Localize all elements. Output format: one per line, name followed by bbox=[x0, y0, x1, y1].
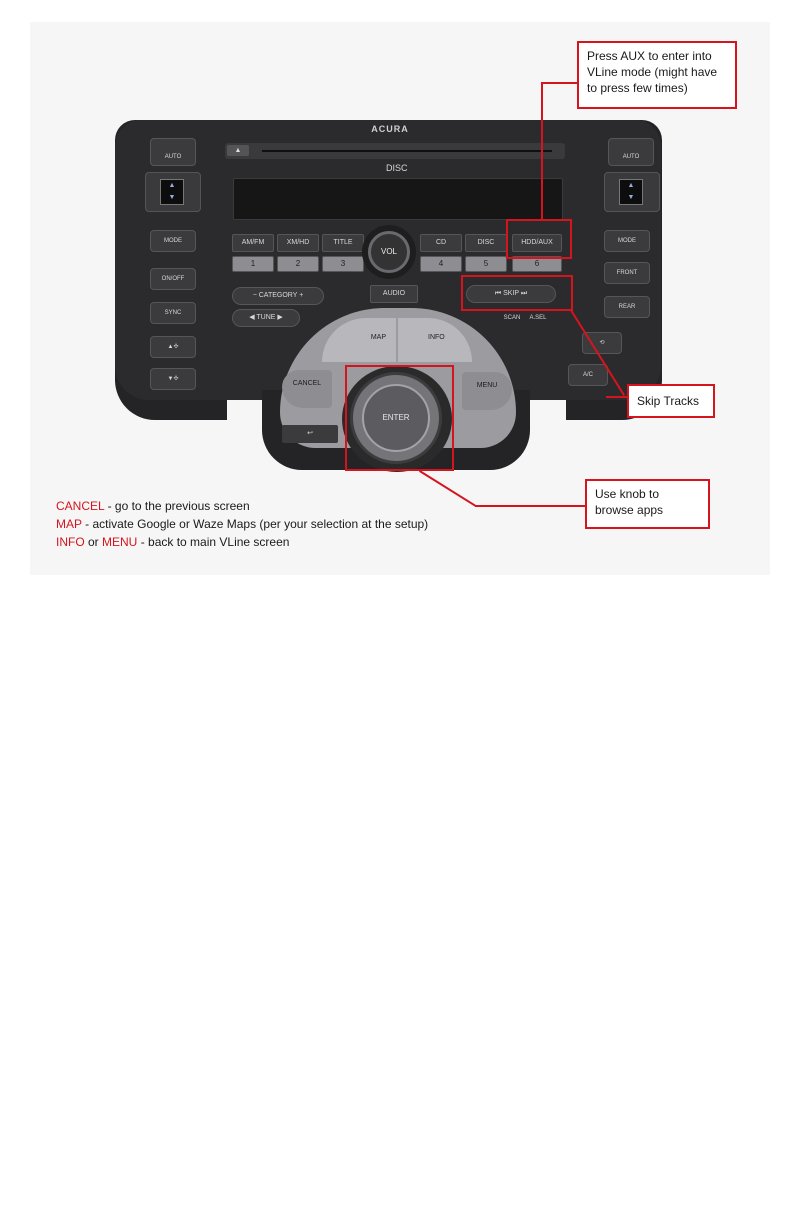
on-off-button[interactable]: ON/OFF bbox=[150, 268, 196, 290]
legend: CANCEL - go to the previous screen MAP -… bbox=[56, 497, 428, 551]
fan-up-button[interactable]: ▲✣ bbox=[150, 336, 196, 358]
menu-button[interactable]: MENU bbox=[462, 372, 512, 410]
map-keyword: MAP bbox=[56, 517, 82, 531]
tune-button[interactable]: ◀ TUNE ▶ bbox=[232, 309, 300, 327]
aux-highlight-box bbox=[506, 219, 572, 259]
knob-leader-line-h bbox=[475, 505, 585, 507]
knob-highlight-box bbox=[345, 365, 454, 471]
driver-auto-button[interactable]: AUTO bbox=[150, 138, 196, 166]
passenger-temp-rocker[interactable]: ▲▼ bbox=[619, 179, 643, 205]
legend-line-cancel: CANCEL - go to the previous screen bbox=[56, 497, 428, 515]
skip-leader-line-h bbox=[606, 396, 628, 398]
minus-icon: − bbox=[252, 292, 259, 299]
eject-button[interactable]: ▲ bbox=[227, 145, 249, 156]
enter-knob[interactable]: ENTER bbox=[362, 384, 430, 452]
preset-2-button[interactable]: 2 bbox=[277, 256, 319, 272]
asel-button[interactable]: A.SEL bbox=[529, 315, 547, 321]
front-defrost-button[interactable]: FRONT bbox=[604, 262, 650, 284]
disc-icon: DISC bbox=[386, 163, 408, 173]
preset-5-button[interactable]: 5 bbox=[465, 256, 507, 272]
info-description: - back to main VLine screen bbox=[137, 535, 290, 549]
am-fm-button[interactable]: AM/FM bbox=[232, 234, 274, 252]
skip-button[interactable]: ⏮ SKIP ⏭ bbox=[466, 285, 556, 303]
info-keyword: INFO bbox=[56, 535, 85, 549]
aux-leader-line-h bbox=[541, 82, 577, 84]
cancel-keyword: CANCEL bbox=[56, 499, 105, 513]
category-button[interactable]: − CATEGORY + bbox=[232, 287, 324, 305]
ac-button[interactable]: A/C bbox=[568, 364, 608, 386]
xm-hd-button[interactable]: XM/HD bbox=[277, 234, 319, 252]
category-label: CATEGORY bbox=[258, 292, 298, 299]
brand-logo: ACURA bbox=[371, 124, 409, 134]
previous-track-icon: ⏮ bbox=[494, 290, 504, 297]
scan-button[interactable]: SCAN bbox=[503, 315, 521, 321]
hdd-aux-button[interactable]: HDD/AUX bbox=[512, 234, 562, 252]
cd-button[interactable]: CD bbox=[420, 234, 462, 252]
preset-3-button[interactable]: 3 bbox=[322, 256, 364, 272]
mode-right-button[interactable]: MODE bbox=[604, 230, 650, 252]
volume-knob[interactable]: VOL bbox=[368, 231, 410, 273]
map-description: - activate Google or Waze Maps (per your… bbox=[81, 517, 429, 531]
audio-button[interactable]: AUDIO bbox=[370, 285, 418, 303]
sync-button[interactable]: SYNC bbox=[150, 302, 196, 324]
cancel-button[interactable]: CANCEL bbox=[282, 370, 332, 408]
tune-label: TUNE bbox=[256, 314, 276, 321]
skip-label: SKIP bbox=[503, 290, 519, 297]
right-triangle-icon: ▶ bbox=[275, 314, 283, 321]
left-triangle-icon: ◀ bbox=[249, 314, 257, 321]
preset-6-button[interactable]: 6 bbox=[512, 256, 562, 272]
preset-1-button[interactable]: 1 bbox=[232, 256, 274, 272]
disc-slot-opening bbox=[262, 150, 552, 152]
recirculation-button[interactable]: ⟲ bbox=[582, 332, 622, 354]
legend-joiner: or bbox=[84, 535, 103, 549]
menu-keyword: MENU bbox=[102, 535, 138, 549]
recirculation-icon: ⟲ bbox=[599, 340, 605, 346]
title-button[interactable]: TITLE bbox=[322, 234, 364, 252]
aux-leader-line bbox=[541, 82, 543, 220]
skip-highlight-box bbox=[461, 275, 573, 311]
rear-defrost-button[interactable]: REAR bbox=[604, 296, 650, 318]
preset-4-button[interactable]: 4 bbox=[420, 256, 462, 272]
skip-callout: Skip Tracks bbox=[627, 384, 715, 418]
cancel-description: - go to the previous screen bbox=[104, 499, 250, 513]
display-screen bbox=[233, 178, 563, 220]
legend-line-info: INFO or MENU - back to main VLine screen bbox=[56, 533, 428, 551]
legend-line-map: MAP - activate Google or Waze Maps (per … bbox=[56, 515, 428, 533]
mode-left-button[interactable]: MODE bbox=[150, 230, 196, 252]
fan-down-icon: ▼✣ bbox=[167, 376, 179, 382]
fan-up-icon: ▲✣ bbox=[167, 344, 179, 350]
disc-button[interactable]: DISC bbox=[465, 234, 507, 252]
knob-callout: Use knob to browse apps bbox=[585, 479, 710, 529]
fan-down-button[interactable]: ▼✣ bbox=[150, 368, 196, 390]
next-track-icon: ⏭ bbox=[518, 290, 528, 297]
plus-icon: + bbox=[297, 292, 304, 299]
passenger-auto-button[interactable]: AUTO bbox=[608, 138, 654, 166]
aux-callout: Press AUX to enter into VLine mode (migh… bbox=[577, 41, 737, 109]
driver-temp-rocker[interactable]: ▲▼ bbox=[160, 179, 184, 205]
phone-button[interactable]: ↩ bbox=[282, 425, 338, 443]
